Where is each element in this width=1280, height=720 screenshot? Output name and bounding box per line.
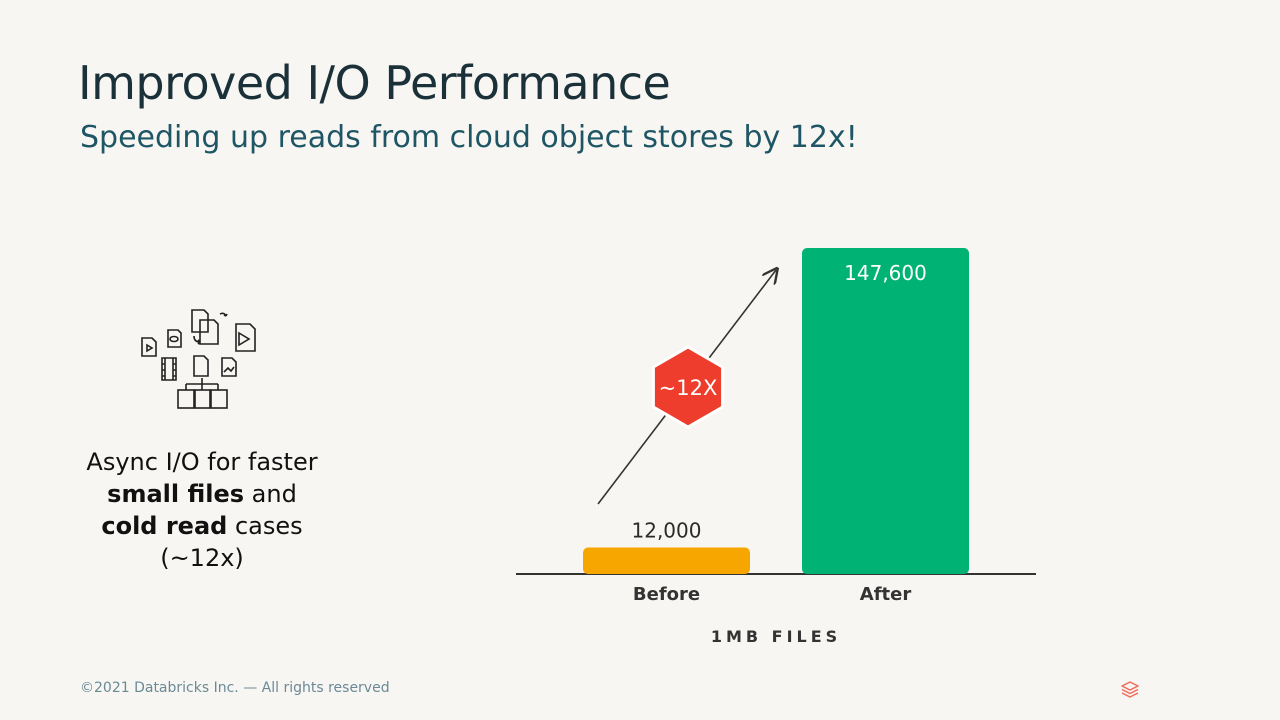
- slide-title: Improved I/O Performance: [78, 56, 671, 110]
- tick-label-after: After: [860, 584, 912, 605]
- x-axis-label: 1MB FILES: [711, 627, 841, 646]
- tick-label-before: Before: [633, 584, 700, 605]
- speedup-badge: [651, 345, 725, 429]
- desc-line-4: (~12x): [160, 544, 244, 572]
- small-files-emphasis: small files: [107, 480, 245, 508]
- databricks-logo-icon: [1121, 681, 1139, 698]
- speedup-badge-label: ~12X: [659, 376, 718, 400]
- desc-line-2-rest: and: [244, 480, 297, 508]
- desc-line-3: cold read cases: [62, 510, 342, 542]
- desc-line-3-rest: cases: [227, 512, 303, 540]
- bar-after: [802, 248, 969, 574]
- bar-before: [583, 547, 750, 574]
- slide-subtitle: Speeding up reads from cloud object stor…: [80, 120, 858, 155]
- desc-line-2: small files and: [62, 478, 342, 510]
- cold-read-emphasis: cold read: [101, 512, 228, 540]
- files-hierarchy-icon: [141, 309, 256, 409]
- copyright-footer: ©2021 Databricks Inc. — All rights reser…: [80, 680, 390, 696]
- feature-description: Async I/O for faster small files and col…: [62, 446, 342, 574]
- data-label-after: 147,600: [844, 261, 927, 285]
- desc-line-1: Async I/O for faster: [86, 448, 318, 476]
- data-label-before: 12,000: [632, 518, 702, 542]
